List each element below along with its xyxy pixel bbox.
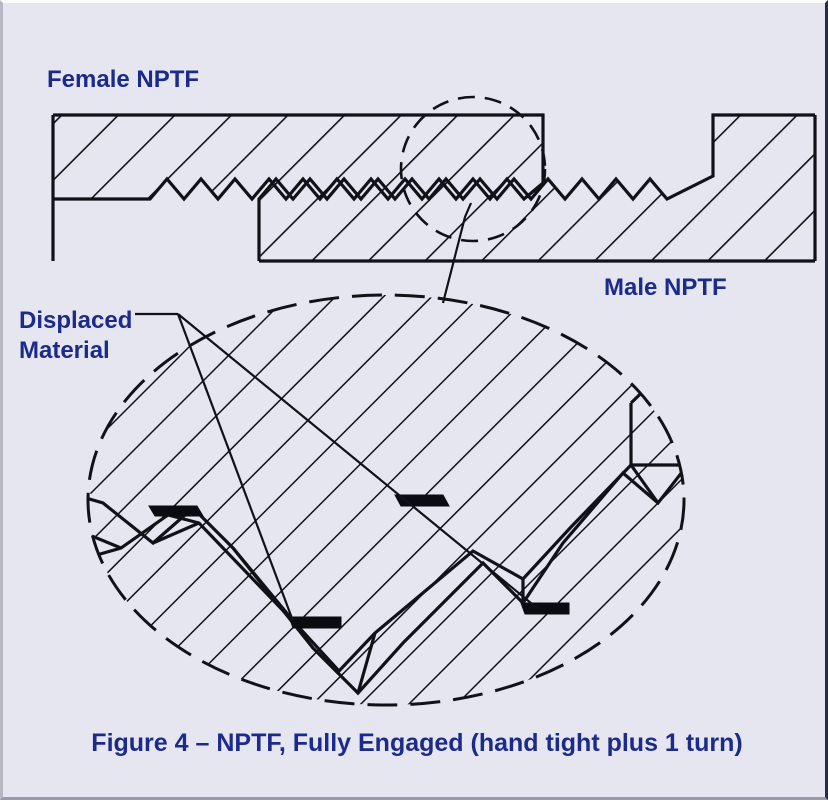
displaced-material-label-line1: Displaced	[19, 307, 132, 334]
detail-male-profile	[88, 463, 633, 674]
upper-assembly	[51, 95, 817, 304]
female-nptf-label: Female NPTF	[47, 66, 199, 93]
detail-leader-line	[441, 202, 473, 304]
detail-flank-2	[231, 546, 297, 625]
detail-flank-5	[629, 464, 660, 504]
detail-male-step	[629, 403, 683, 467]
male-nptf-label: Male NPTF	[604, 274, 727, 301]
detail-ellipse-boundary	[86, 293, 686, 707]
detail-callout-circle	[399, 95, 547, 243]
displaced-material-leaders	[135, 312, 538, 622]
male-outline	[257, 113, 815, 261]
displaced-material-label-line2: Material	[19, 337, 110, 364]
displaced-leader-to-marker-4	[177, 313, 538, 609]
nptf-figure-diagram: Female NPTF Male NPTF Displaced Material…	[3, 3, 825, 797]
detail-female-profile	[88, 430, 684, 696]
displaced-material-marker-2	[288, 616, 342, 629]
displaced-leader-to-marker-2	[176, 313, 295, 622]
detail-flank-3	[356, 632, 377, 694]
figure-caption: Figure 4 – NPTF, Fully Engaged (hand tig…	[91, 729, 742, 757]
displaced-material-marker-4	[520, 602, 570, 615]
displaced-material-markers	[148, 494, 570, 629]
female-nptf-body	[51, 113, 545, 261]
displaced-material-marker-3	[394, 494, 450, 507]
detail-flank-1	[152, 521, 200, 545]
displaced-material-marker-1	[148, 505, 204, 517]
